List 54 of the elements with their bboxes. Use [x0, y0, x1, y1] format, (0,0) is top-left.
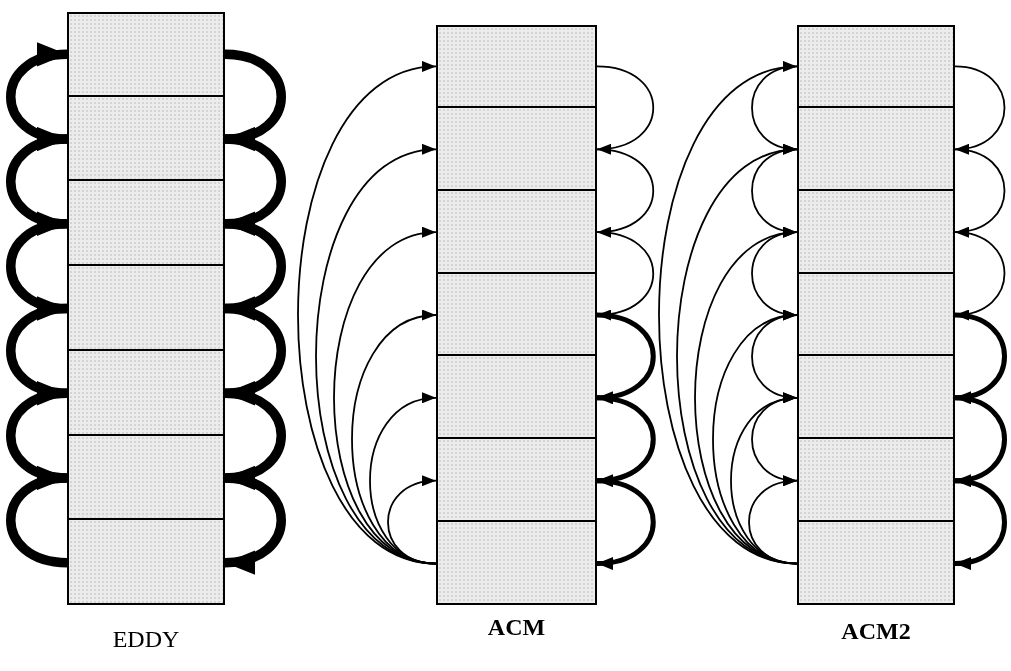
- grid-cell: [67, 12, 225, 97]
- curved-arrow: [224, 49, 286, 149]
- curved-arrow: [954, 478, 1007, 569]
- curved-arrow: [224, 473, 286, 572]
- curved-arrow: [224, 134, 286, 234]
- curved-arrow: [387, 476, 437, 565]
- grid-cell: [797, 356, 955, 440]
- curved-arrow: [333, 229, 437, 565]
- grid-cell: [436, 439, 597, 523]
- curved-arrow: [954, 148, 1006, 237]
- grid-cell: [67, 96, 225, 182]
- grid-cell: [436, 273, 597, 357]
- column-caption: EDDY: [112, 626, 180, 651]
- grid-cell: [797, 522, 955, 605]
- column-caption: ACM: [487, 614, 546, 639]
- grid-cell: [67, 350, 225, 436]
- curved-arrow: [6, 468, 68, 568]
- grid-cell: [67, 435, 225, 521]
- curved-arrow: [369, 394, 437, 565]
- curved-arrow: [954, 231, 1006, 319]
- column-caption: ACM2: [841, 618, 911, 643]
- grid-cell: [436, 107, 597, 191]
- grid-cell: [436, 190, 597, 274]
- curved-arrow: [954, 395, 1007, 486]
- curved-arrow: [596, 148, 655, 237]
- curved-arrow: [751, 396, 798, 485]
- grid-cell: [436, 522, 597, 605]
- curved-arrow: [596, 65, 655, 154]
- curved-arrow: [751, 314, 798, 402]
- curved-arrow: [596, 231, 655, 320]
- grid-cell: [797, 107, 955, 191]
- curved-arrow: [315, 146, 437, 565]
- grid-cell: [67, 181, 225, 267]
- grid-cell: [67, 520, 225, 605]
- grid-cell: [436, 356, 597, 440]
- curved-arrow: [954, 312, 1007, 403]
- curved-arrow: [751, 65, 798, 154]
- curved-arrow: [596, 312, 656, 403]
- grid-cell: [797, 25, 955, 108]
- grid-cell: [797, 439, 955, 523]
- curved-arrow: [751, 148, 798, 236]
- curved-arrow: [596, 395, 656, 486]
- curved-arrow: [954, 65, 1006, 154]
- grid-cell: [67, 266, 225, 351]
- curved-arrow: [224, 388, 286, 488]
- grid-cell: [797, 273, 955, 357]
- curved-arrow: [351, 312, 437, 565]
- grid-cell: [797, 190, 955, 274]
- grid-cell: [436, 25, 597, 108]
- curved-arrow: [751, 231, 798, 319]
- curved-arrow: [297, 64, 437, 565]
- curved-arrow: [596, 478, 656, 569]
- curved-arrow: [224, 303, 286, 403]
- curved-arrow: [658, 64, 798, 565]
